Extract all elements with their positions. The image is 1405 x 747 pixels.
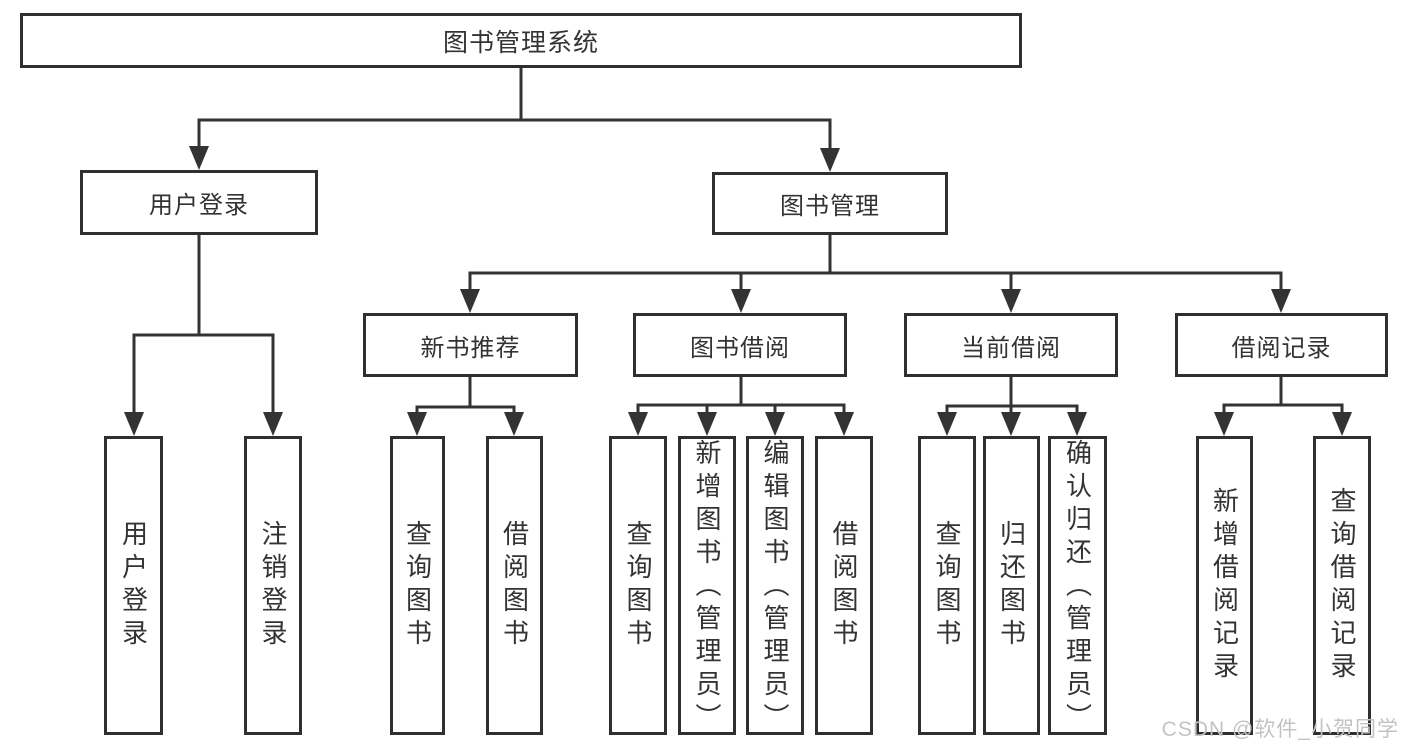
node-user-login: 用户登录 <box>80 170 318 235</box>
node-user-login-label: 用户登录 <box>149 192 249 219</box>
leaf-add-book-admin-label: 新增图书（管理员） <box>692 439 722 736</box>
leaf-query-books-recommend-label: 查询图书 <box>402 519 433 652</box>
node-book-management-label: 图书管理 <box>780 193 880 220</box>
leaf-user-login-label: 用户登录 <box>118 519 149 652</box>
leaf-query-books-recommend: 查询图书 <box>390 436 445 735</box>
leaf-borrow-books-2: 借阅图书 <box>815 436 873 735</box>
leaf-query-books-current: 查询图书 <box>918 436 976 735</box>
leaf-logout-label: 注销登录 <box>258 519 288 652</box>
leaf-borrow-books-recommend-label: 借阅图书 <box>499 519 530 652</box>
leaf-query-books-borrow: 查询图书 <box>609 436 667 735</box>
node-book-borrow: 图书借阅 <box>633 313 847 377</box>
node-book-management: 图书管理 <box>712 172 948 235</box>
node-current-borrow-label: 当前借阅 <box>961 334 1061 362</box>
leaf-add-borrow-record-label: 新增借阅记录 <box>1209 486 1240 685</box>
node-new-book-recommend: 新书推荐 <box>363 313 578 377</box>
node-borrow-records-label: 借阅记录 <box>1231 334 1332 362</box>
leaf-query-books-borrow-label: 查询图书 <box>623 519 653 652</box>
leaf-edit-book-admin-label: 编辑图书（管理员） <box>760 439 790 736</box>
leaf-query-books-current-label: 查询图书 <box>932 519 962 652</box>
leaf-user-login: 用户登录 <box>104 436 163 735</box>
node-library-system-label: 图书管理系统 <box>442 28 599 57</box>
node-current-borrow: 当前借阅 <box>904 313 1118 377</box>
leaf-add-borrow-record: 新增借阅记录 <box>1196 436 1253 735</box>
leaf-borrow-books-2-label: 借阅图书 <box>829 519 859 652</box>
leaf-query-borrow-record-label: 查询借阅记录 <box>1327 486 1357 685</box>
leaf-borrow-books-recommend: 借阅图书 <box>486 436 543 735</box>
node-new-book-recommend-label: 新书推荐 <box>420 334 521 362</box>
leaf-return-book: 归还图书 <box>983 436 1040 735</box>
leaf-query-borrow-record: 查询借阅记录 <box>1313 436 1371 735</box>
leaf-confirm-return-admin: 确认归还（管理员） <box>1048 436 1107 736</box>
leaf-edit-book-admin: 编辑图书（管理员） <box>746 436 804 736</box>
leaf-confirm-return-admin-label: 确认归还（管理员） <box>1062 439 1093 736</box>
leaf-logout: 注销登录 <box>244 436 302 735</box>
node-book-borrow-label: 图书借阅 <box>690 334 790 362</box>
watermark: CSDN @软件_小贺同学 <box>1161 718 1399 741</box>
leaf-return-book-label: 归还图书 <box>996 519 1027 652</box>
node-library-system: 图书管理系统 <box>20 13 1022 68</box>
leaf-add-book-admin: 新增图书（管理员） <box>678 436 736 736</box>
node-borrow-records: 借阅记录 <box>1175 313 1388 377</box>
